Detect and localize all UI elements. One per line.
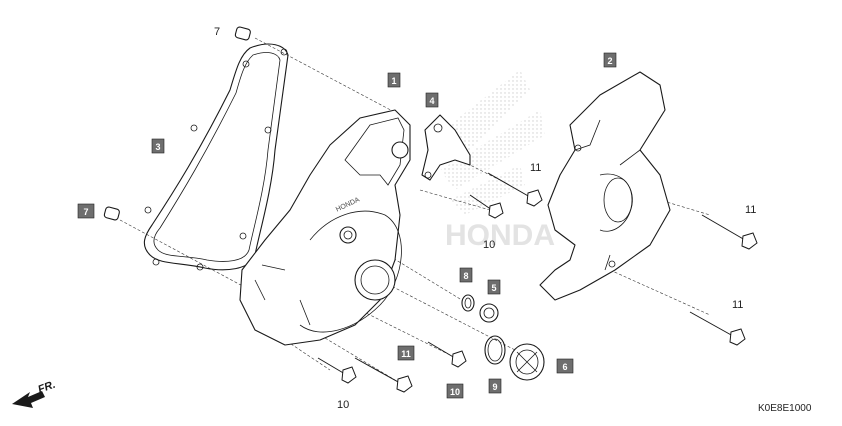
- svg-text:8: 8: [463, 271, 468, 281]
- bolt-11-lower: [354, 357, 413, 393]
- bolt-10-lower-mid: [427, 341, 467, 368]
- dowel-pin-top: [234, 26, 251, 41]
- callout-11-bracket: 11: [530, 162, 541, 174]
- callout-5: 5: [487, 279, 501, 295]
- bolt-11-cover-upper: [701, 214, 758, 250]
- callout-11-cover-upper: 11: [745, 204, 756, 216]
- generator-cover: [539, 71, 671, 301]
- callout-3: 3: [151, 138, 165, 154]
- svg-text:11: 11: [401, 349, 411, 359]
- svg-text:4: 4: [429, 96, 434, 106]
- svg-text:10: 10: [450, 387, 460, 397]
- crankshaft-hole-cap: [509, 343, 545, 381]
- bolt-10-lower-left: [317, 357, 357, 384]
- svg-text:7: 7: [214, 26, 220, 38]
- callout-10-upper: 10: [483, 239, 495, 251]
- callout-10-lower-mid: 10: [446, 383, 464, 399]
- callout-8: 8: [459, 267, 473, 283]
- bolt-11-cover-lower: [689, 311, 746, 346]
- oil-seal: [461, 294, 475, 312]
- callout-6: 6: [556, 358, 574, 374]
- callout-11-lower: 11: [397, 345, 415, 361]
- callout-1: 1: [387, 72, 401, 88]
- svg-text:6: 6: [562, 362, 567, 372]
- svg-text:10: 10: [483, 239, 495, 251]
- timing-hole-cap: [479, 303, 499, 323]
- bolt-11-bracket: [487, 172, 543, 207]
- front-direction-arrow: FR.: [12, 379, 57, 408]
- callout-7-left: 7: [77, 203, 95, 219]
- direction-label: FR.: [36, 379, 57, 396]
- callout-11-cover-lower: 11: [732, 299, 743, 311]
- callout-4: 4: [425, 92, 439, 108]
- svg-text:11: 11: [530, 162, 541, 174]
- callout-2: 2: [603, 52, 617, 68]
- svg-text:10: 10: [337, 399, 349, 411]
- left-crankcase-cover: HONDA: [239, 109, 411, 346]
- callout-9: 9: [488, 378, 502, 394]
- svg-text:3: 3: [155, 142, 160, 152]
- watermark-text: HONDA: [445, 219, 555, 252]
- svg-text:9: 9: [492, 382, 497, 392]
- svg-text:2: 2: [607, 56, 612, 66]
- dowel-pin-left: [103, 206, 120, 221]
- svg-text:11: 11: [745, 204, 756, 216]
- svg-text:11: 11: [732, 299, 743, 311]
- diagram-code: K0E8E1000: [758, 403, 812, 414]
- callout-10-lower-left: 10: [337, 399, 349, 411]
- bolt-10-upper: [469, 194, 504, 219]
- svg-text:5: 5: [491, 283, 496, 293]
- svg-text:1: 1: [391, 76, 396, 86]
- svg-text:7: 7: [83, 207, 88, 217]
- callout-7-top: 7: [214, 26, 220, 38]
- bracket: [421, 114, 471, 181]
- gasket: [143, 43, 289, 271]
- o-ring: [484, 335, 506, 365]
